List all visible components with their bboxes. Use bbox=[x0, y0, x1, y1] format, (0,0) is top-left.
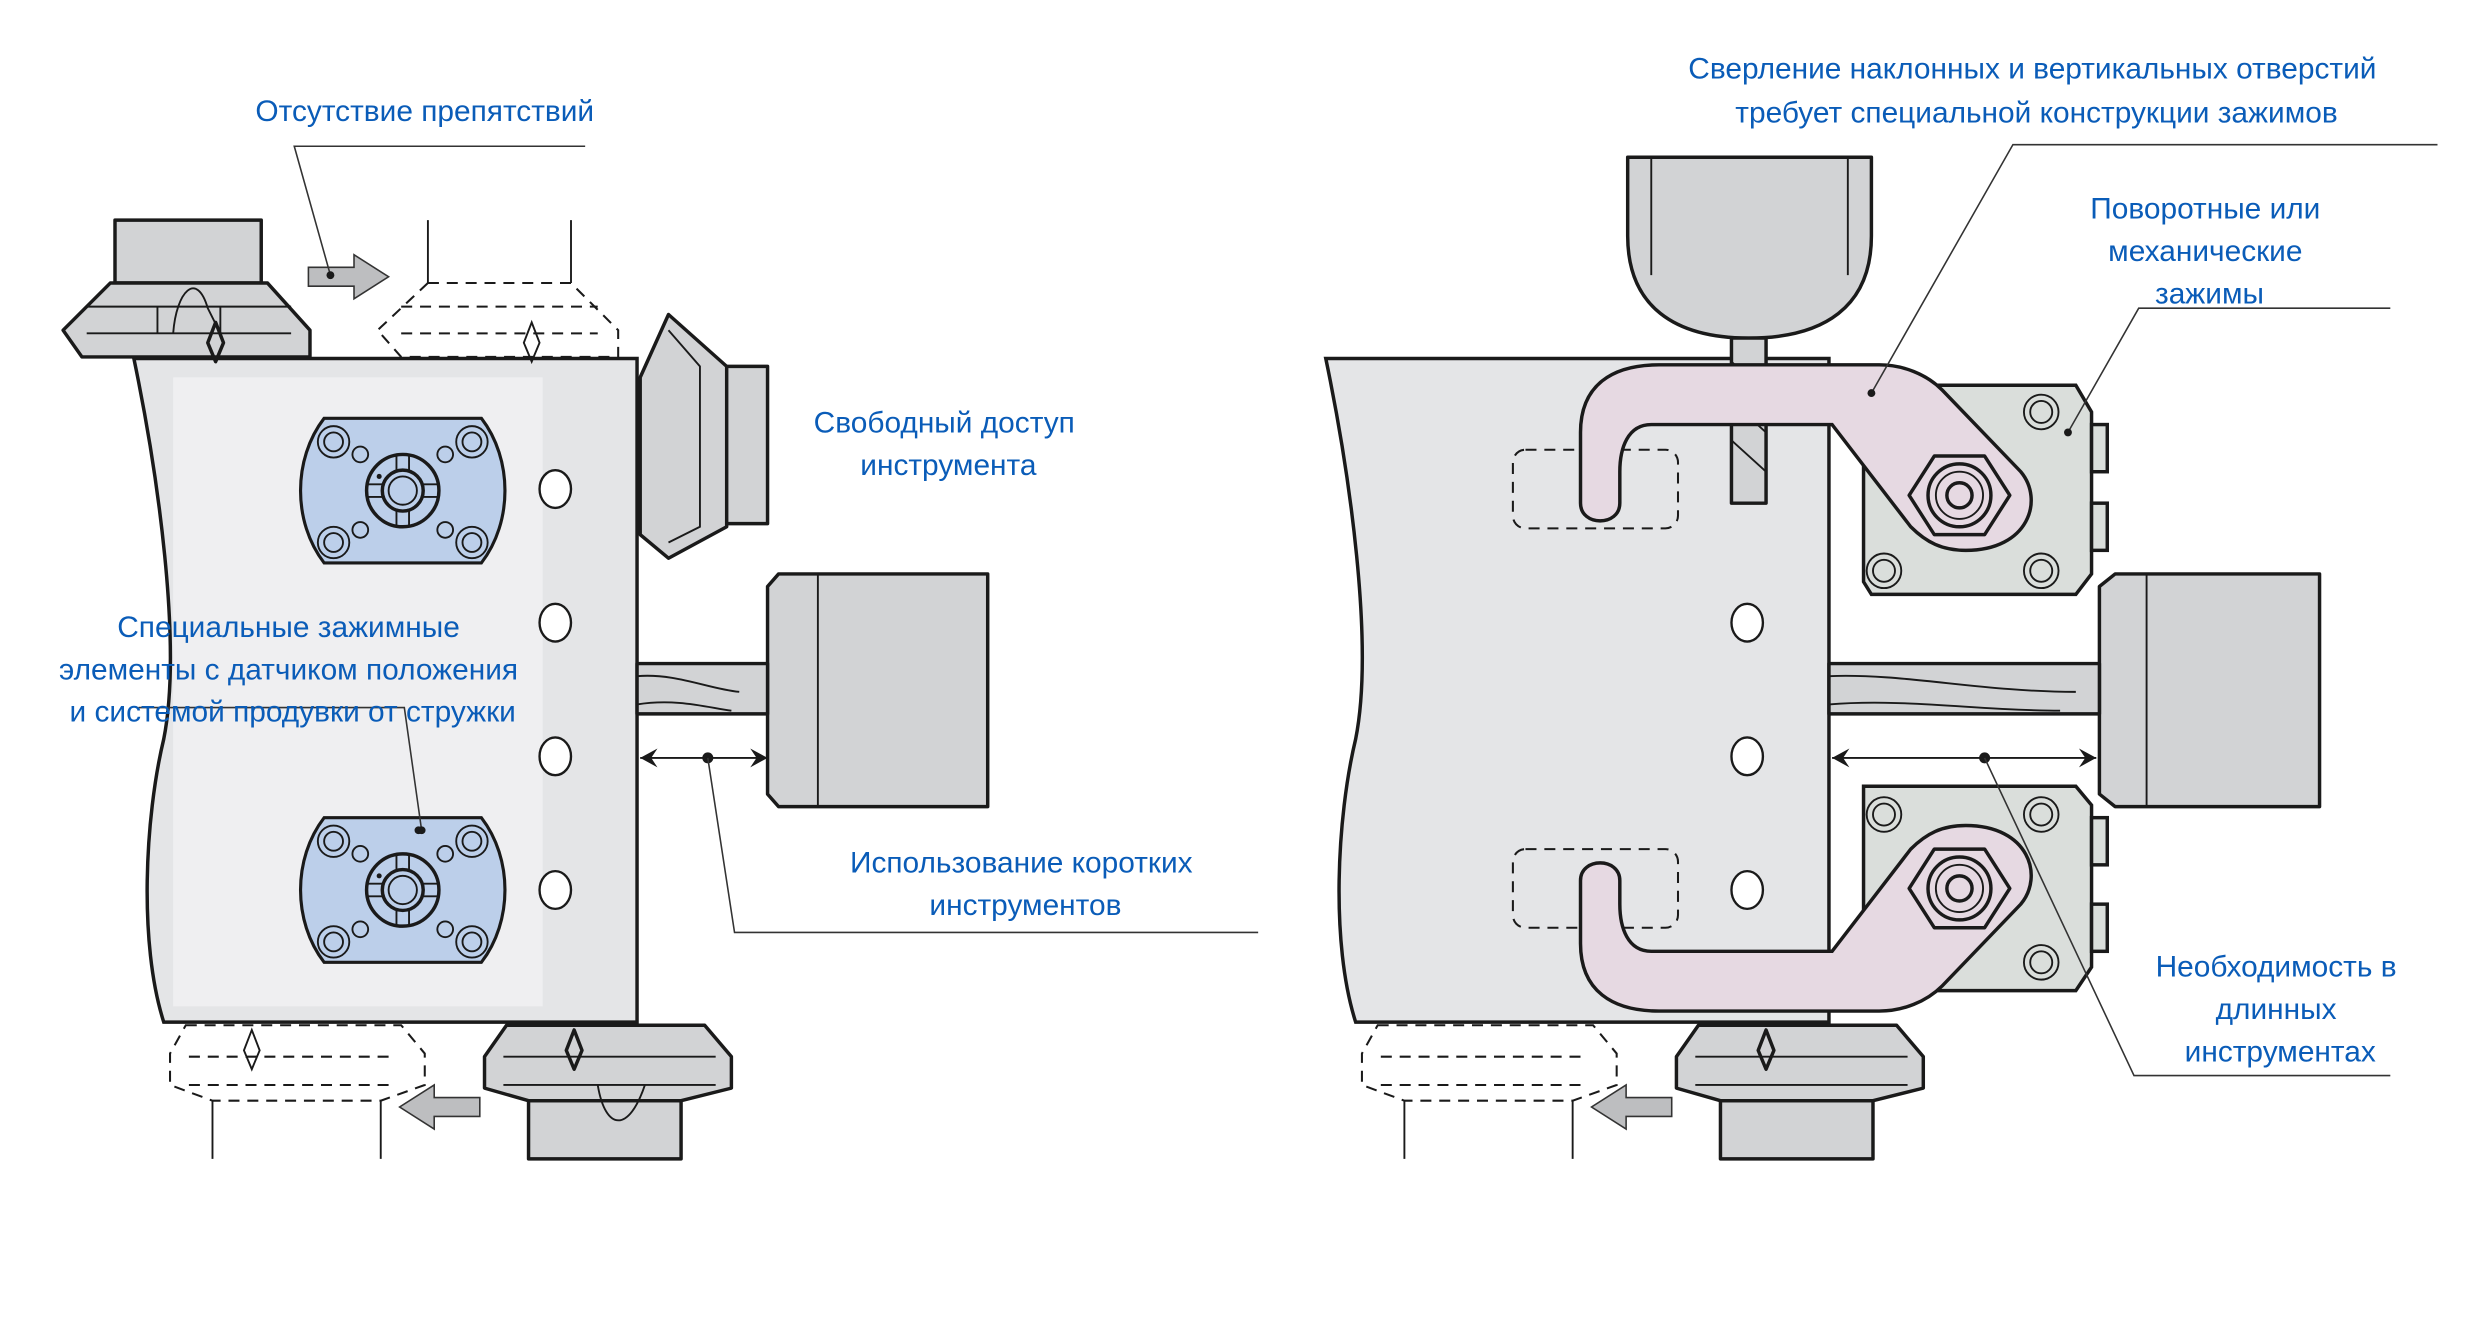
special-clamp-top bbox=[299, 416, 507, 565]
move-left-arrow bbox=[398, 1083, 481, 1131]
label-angled-drilling-line-1: Сверление наклонных и вертикальных отвер… bbox=[1688, 53, 2376, 86]
label-free-access-line-1: Свободный доступ bbox=[814, 406, 1075, 439]
label-long-tools-line-3: инструментах bbox=[2185, 1035, 2376, 1068]
label-long-tools-line-1: Необходимость в bbox=[2156, 950, 2397, 983]
face-mill-ghost-bottom-right bbox=[1360, 1024, 1618, 1159]
leader-lines-right bbox=[1867, 143, 2438, 1077]
short-tool-dimension bbox=[640, 748, 768, 768]
label-swing-clamps-line-2: механические bbox=[2108, 235, 2302, 268]
move-right-arrow bbox=[307, 253, 391, 301]
face-mill-cutter-bottom-right bbox=[1674, 1023, 1926, 1161]
label-short-tools-line-2: инструментов bbox=[929, 889, 1121, 922]
hidden-pocket-top bbox=[1511, 448, 1680, 530]
swing-clamp-arm-top bbox=[1578, 363, 2033, 553]
short-tool-holder bbox=[635, 572, 990, 809]
move-left-arrow-right bbox=[1590, 1083, 1673, 1131]
label-special-clamps-line-1: Специальные зажимные bbox=[117, 611, 460, 644]
label-angled-drilling-line-2: требует специальной конструкции зажимов bbox=[1735, 97, 2337, 130]
label-special-clamps-line-2: элементы с датчиком положения bbox=[59, 653, 518, 686]
face-mill-cutter-top bbox=[61, 218, 312, 364]
label-angled-drilling: Сверление наклонных и вертикальных отвер… bbox=[1688, 53, 2384, 130]
label-swing-clamps-line-3: зажимы bbox=[2155, 277, 2264, 310]
face-mill-ghost-bottom bbox=[169, 1024, 426, 1159]
label-swing-clamps: Поворотные или механические зажимы bbox=[2090, 193, 2328, 311]
label-free-access-line-2: инструмента bbox=[860, 449, 1037, 482]
workpiece-holes-left bbox=[538, 468, 573, 911]
workpiece-right bbox=[1323, 356, 1831, 1024]
label-long-tools-line-2: длинных bbox=[2216, 993, 2337, 1026]
label-long-tools: Необходимость в длинных инструментах bbox=[2156, 950, 2405, 1068]
label-short-tools: Использование коротких инструментов bbox=[850, 847, 1201, 922]
clamp-nut-top bbox=[1907, 454, 2012, 537]
left-panel: Отсутствие препятствий Свободный доступ … bbox=[59, 95, 1259, 1161]
label-free-access: Свободный доступ инструмента bbox=[814, 406, 1083, 481]
clamp-nut-bottom bbox=[1907, 847, 2012, 930]
label-swing-clamps-line-1: Поворотные или bbox=[2090, 193, 2320, 226]
label-short-tools-line-1: Использование коротких bbox=[850, 847, 1193, 880]
leader-lines-left bbox=[138, 145, 1259, 934]
label-special-clamps-line-3: и системой продувки от стружки bbox=[70, 696, 516, 729]
face-mill-ghost-top bbox=[376, 220, 620, 365]
label-special-clamps: Специальные зажимные элементы с датчиком… bbox=[59, 611, 526, 729]
workpiece-holes-right bbox=[1730, 602, 1765, 911]
right-panel: Сверление наклонных и вертикальных отвер… bbox=[1323, 53, 2438, 1161]
special-clamp-bottom bbox=[299, 816, 507, 964]
side-mill-cutter bbox=[638, 312, 770, 560]
face-mill-cutter-bottom bbox=[482, 1023, 734, 1161]
label-no-obstacles: Отсутствие препятствий bbox=[255, 95, 594, 128]
long-tool-dimension bbox=[1832, 748, 2097, 768]
long-tool-holder bbox=[1827, 572, 2322, 809]
